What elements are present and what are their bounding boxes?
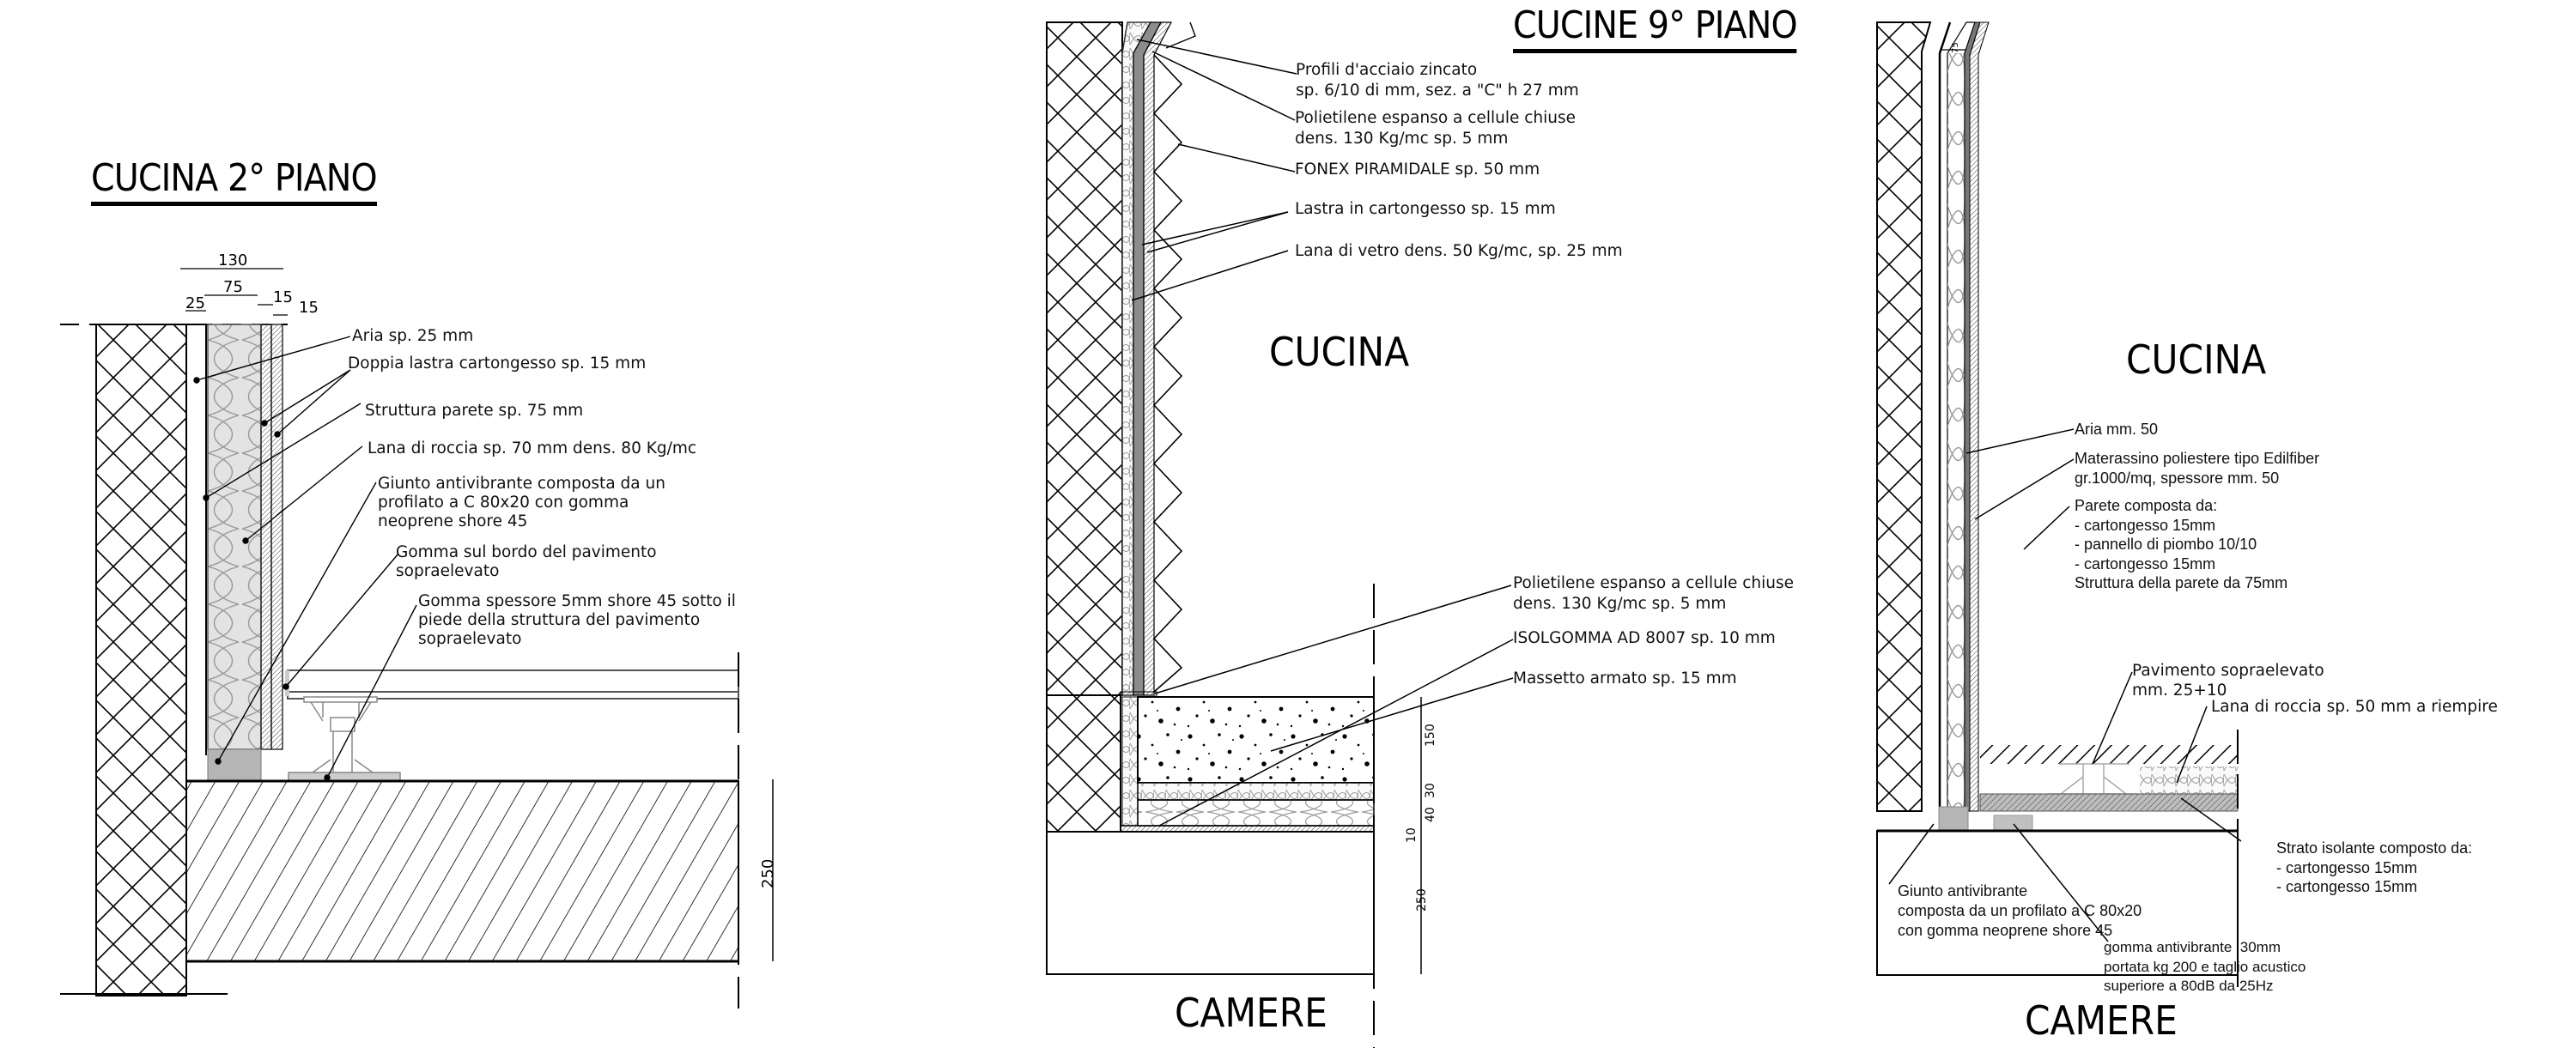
label-pedestal-rubber: Gomma spessore 5mm shore 45 sotto il pie…: [418, 592, 736, 648]
room-label-kitchen: CUCINA: [1269, 329, 1410, 375]
rock-wool-insulation: [207, 324, 262, 750]
label-wall-structure: Struttura parete sp. 75 mm: [365, 402, 584, 420]
label-air-50: Aria mm. 50: [2075, 421, 2159, 438]
room-label-bedrooms-right: CAMERE: [2025, 997, 2178, 1044]
concrete-slab: [185, 780, 739, 962]
floor-pedestal: [288, 696, 401, 782]
insulating-layer: [1979, 793, 2239, 812]
label-glass-wool: Lana di vetro dens. 50 Kg/mc, sp. 25 mm: [1295, 242, 1623, 260]
label-rock-wool-fill: Lana di roccia sp. 50 mm a riempire: [2211, 698, 2498, 716]
section-right-drawing: [1876, 21, 2242, 996]
label-reinforced-screed: Massetto armato sp. 15 mm: [1513, 669, 1737, 688]
label-polyethylene-floor: Polietilene espanso a cellule chiuse den…: [1513, 574, 1795, 613]
masonry-wall: [1046, 21, 1123, 696]
section-left-drawing: [60, 268, 774, 1009]
dimension-board-1: 15: [273, 288, 293, 306]
label-floor-edge-rubber: Gomma sul bordo del pavimento sopraeleva…: [396, 543, 657, 580]
label-antivibration-joint-right: Giunto antivibrante composta da un profi…: [1898, 882, 2142, 939]
raised-floor-panel: [1980, 745, 2238, 764]
dimension-40: 40: [1424, 807, 1437, 822]
fonex-pyramidal-profile: [1152, 54, 1183, 693]
label-antivibration-rubber: gomma antivibrante 30mm portata kg 200 e…: [2104, 939, 2306, 994]
label-insulating-layer: Strato isolante composto da: - cartonges…: [2276, 839, 2473, 895]
dimension-slab-middle: 250: [1415, 888, 1429, 912]
dimension-air: 25: [185, 294, 205, 312]
label-fonex: FONEX PIRAMIDALE sp. 50 mm: [1295, 161, 1540, 179]
label-antivibration-joint: Giunto antivibrante composta da un profi…: [378, 475, 665, 530]
reinforced-screed: [1137, 696, 1375, 784]
dimension-30: 30: [1424, 783, 1437, 798]
label-double-plasterboard: Doppia lastra cartongesso sp. 15 mm: [348, 354, 647, 373]
dimension-small-75: 75: [1951, 42, 1960, 53]
dimension-slab: 250: [759, 858, 777, 888]
polyester-mat: [1947, 53, 1965, 809]
room-label-kitchen-right: CUCINA: [2126, 336, 2267, 383]
dimension-structure: 75: [223, 278, 243, 296]
label-rock-wool: Lana di roccia sp. 70 mm dens. 80 Kg/mc: [368, 439, 697, 457]
label-isolgomma: ISOLGOMMA AD 8007 sp. 10 mm: [1513, 629, 1776, 647]
masonry-wall: [95, 324, 187, 997]
dimension-total: 130: [218, 251, 248, 270]
leader-lines-left: [193, 336, 417, 781]
room-label-bedrooms: CAMERE: [1175, 990, 1327, 1036]
masonry-wall: [1876, 21, 1932, 812]
dimension-board-2: 15: [299, 299, 319, 317]
label-polyester-mat: Materassino poliestere tipo Edilfiber gr…: [2075, 450, 2320, 487]
label-raised-floor: Pavimento sopraelevato mm. 25+10: [2132, 662, 2324, 700]
dimension-10: 10: [1405, 827, 1419, 843]
label-composite-wall: Parete composta da: - cartongesso 15mm -…: [2075, 497, 2288, 591]
dimension-screed: 150: [1424, 724, 1437, 747]
label-steel-profiles: Profili d'acciaio zincato sp. 6/10 di mm…: [1296, 61, 1579, 100]
leader-lines-middle: [1131, 39, 1514, 827]
label-air-gap: Aria sp. 25 mm: [352, 327, 474, 345]
label-polyethylene-wall: Polietilene espanso a cellule chiuse den…: [1295, 109, 1577, 148]
leader-lines-right: [1888, 428, 2242, 942]
section-title-9th-floor: CUCINE 9° PIANO: [1513, 3, 1798, 53]
section-middle-drawing: [1046, 21, 1514, 1048]
section-title-2nd-floor: CUCINA 2° PIANO: [91, 156, 378, 206]
antivibration-joint: [207, 748, 262, 781]
label-plasterboard: Lastra in cartongesso sp. 15 mm: [1295, 200, 1556, 218]
